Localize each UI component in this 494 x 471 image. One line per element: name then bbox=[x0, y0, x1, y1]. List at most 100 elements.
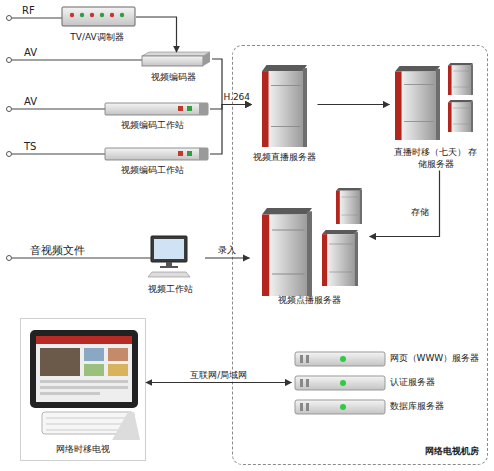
tablet-frame bbox=[30, 330, 138, 408]
signal-label: RF bbox=[22, 5, 35, 16]
rack-server bbox=[295, 352, 385, 366]
node-label: 视频直播服务器 bbox=[253, 152, 316, 164]
encoder-device bbox=[142, 56, 203, 66]
screen-line bbox=[40, 380, 128, 383]
screen-thumb bbox=[84, 364, 104, 376]
connector-arrow bbox=[318, 104, 390, 105]
tablet-stand bbox=[112, 412, 140, 440]
terminal-box: 网络时移电视 bbox=[20, 318, 146, 461]
tablet-screen bbox=[36, 336, 132, 402]
rack-slot bbox=[306, 355, 309, 363]
modulator-device bbox=[62, 7, 135, 26]
edge-label: 互联网/局域网 bbox=[190, 368, 247, 381]
key-row bbox=[46, 418, 130, 419]
connector-arrow bbox=[210, 105, 252, 110]
connector-arrow bbox=[210, 105, 252, 155]
device-end bbox=[199, 103, 208, 115]
input-terminal bbox=[7, 256, 12, 261]
input-terminal bbox=[7, 152, 12, 157]
connector-arrow bbox=[205, 257, 250, 258]
server-tower bbox=[448, 100, 473, 132]
screen-header bbox=[36, 336, 132, 344]
device-box: TV/AV调制器 bbox=[58, 4, 136, 44]
rack-server bbox=[295, 376, 385, 390]
workstation-device bbox=[105, 148, 208, 160]
rack-slot bbox=[306, 379, 309, 387]
screen-thumb bbox=[84, 348, 104, 361]
input-wire bbox=[12, 109, 105, 110]
monitor-stand bbox=[166, 262, 172, 266]
edge-label: H.264 bbox=[223, 92, 250, 102]
connector-arrow bbox=[212, 59, 252, 105]
connector-arrow bbox=[146, 382, 292, 383]
status-led bbox=[340, 404, 346, 410]
signal-label: AV bbox=[24, 47, 37, 58]
input-terminal bbox=[7, 16, 12, 21]
workstation-device bbox=[105, 103, 208, 115]
signal-label: TS bbox=[24, 141, 36, 152]
input-wire bbox=[12, 154, 105, 155]
signal-label: AV bbox=[24, 96, 37, 107]
node-label: 直播时移（七天） 存储服务器 bbox=[390, 147, 482, 170]
device-box: 视频工作站 bbox=[135, 230, 205, 296]
node-label: 网络电视机房 bbox=[425, 446, 479, 458]
key-row bbox=[46, 430, 130, 431]
node-label: 网页（WWW）服务器 bbox=[390, 353, 480, 365]
encoder-top bbox=[142, 52, 210, 56]
device-knob bbox=[90, 13, 94, 17]
machine-room: 网络电视机房 视频直播服务器 直播时移（七天） 存储服务器视频点播服务器网页（WWW… bbox=[232, 45, 488, 465]
edge-label: 存储 bbox=[411, 205, 429, 218]
node-label: 认证服务器 bbox=[390, 377, 435, 389]
server-box: 视频点播服务器 bbox=[250, 185, 370, 307]
node-label: 视频工作站 bbox=[148, 284, 193, 296]
input-terminal bbox=[7, 107, 12, 112]
device-box: 视频编码器 bbox=[135, 50, 212, 84]
device-knob bbox=[70, 13, 74, 17]
rack-slot bbox=[300, 403, 303, 411]
node-label: 视频编码工作站 bbox=[121, 165, 184, 177]
keyboard bbox=[148, 272, 190, 277]
input-wire bbox=[12, 258, 151, 259]
device-led bbox=[178, 106, 183, 111]
server-tower bbox=[448, 63, 473, 95]
device-box: 视频编码工作站 bbox=[95, 100, 210, 132]
status-led bbox=[340, 356, 346, 362]
edge-label: 录入 bbox=[218, 244, 236, 257]
device-knob bbox=[120, 13, 124, 17]
rack-slot bbox=[300, 355, 303, 363]
node-label: 视频点播服务器 bbox=[278, 295, 341, 307]
status-led bbox=[340, 380, 346, 386]
server-tower bbox=[395, 66, 440, 140]
server-box: 视频直播服务器 bbox=[252, 60, 318, 164]
server-tower bbox=[322, 230, 358, 286]
server-box: 网页（WWW）服务器 bbox=[292, 350, 482, 368]
device-end bbox=[199, 148, 208, 160]
input-wire bbox=[12, 60, 142, 61]
node-label: 视频编码器 bbox=[151, 72, 196, 84]
rack-server bbox=[295, 400, 385, 414]
node-label: 数据库服务器 bbox=[390, 401, 444, 413]
signal-label: 音视频文件 bbox=[30, 243, 85, 258]
device-led bbox=[187, 151, 192, 156]
screen-thumb bbox=[108, 364, 128, 376]
rack-slot bbox=[306, 403, 309, 411]
device-led bbox=[187, 106, 192, 111]
server-tower bbox=[336, 188, 362, 224]
connector-arrow bbox=[136, 17, 177, 52]
input-wire bbox=[12, 18, 62, 19]
device-knob bbox=[80, 13, 84, 17]
device-knob bbox=[100, 13, 104, 17]
server-box: 认证服务器 bbox=[292, 374, 482, 392]
monitor bbox=[151, 236, 187, 262]
device-led bbox=[178, 151, 183, 156]
node-label: 网络时移电视 bbox=[56, 444, 110, 456]
screen-line bbox=[40, 386, 128, 389]
key-row bbox=[46, 424, 130, 425]
node-label: 视频编码工作站 bbox=[121, 120, 184, 132]
screen-video bbox=[40, 348, 80, 376]
server-tower bbox=[262, 65, 307, 147]
monitor-base bbox=[160, 266, 178, 268]
server-box: 数据库服务器 bbox=[292, 398, 482, 416]
